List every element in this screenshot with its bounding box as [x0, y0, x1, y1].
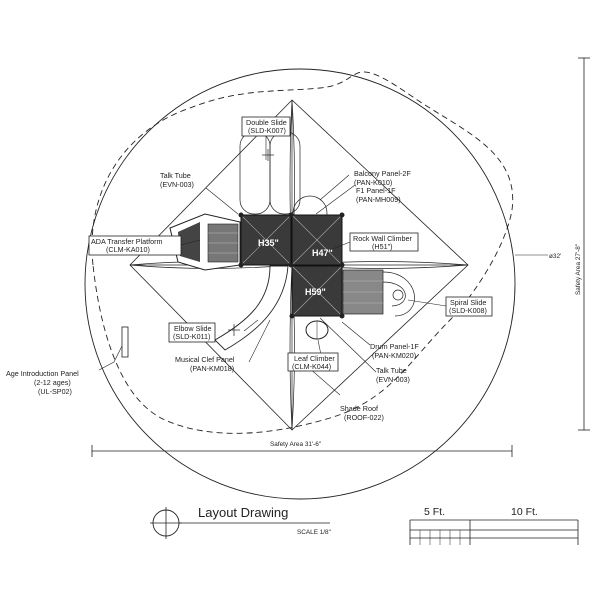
svg-text:(CLM-KA010): (CLM-KA010)	[106, 245, 150, 254]
rock-wall-climber	[342, 269, 384, 315]
callout-shade-roof: Shade Roof (ROOF-022)	[340, 404, 384, 422]
leaf-climber	[305, 320, 329, 340]
callout-ada-transfer: ADA Transfer Platform (CLM-KA010)	[88, 235, 182, 256]
callout-talk-tube-bottom: Talk Tube (EVN-003)	[376, 366, 410, 384]
svg-text:Talk Tube: Talk Tube	[160, 171, 191, 180]
svg-text:Musical Clef Panel: Musical Clef Panel	[175, 355, 235, 364]
deck-right	[291, 214, 343, 266]
callout-balcony-panel: Balcony Panel-2F (PAN-K010)	[354, 169, 411, 187]
deck-height-left: H35"	[258, 238, 279, 248]
svg-text:(PAN-MH009): (PAN-MH009)	[356, 195, 401, 204]
posts	[238, 212, 345, 319]
deck-left	[240, 214, 292, 266]
callout-f1-panel: F1 Panel-1F (PAN-MH009)	[356, 186, 401, 204]
svg-text:ADA Transfer Platform: ADA Transfer Platform	[91, 237, 163, 246]
svg-text:(EVN-003): (EVN-003)	[376, 375, 410, 384]
callout-elbow-slide: Elbow Slide (SLD-K011)	[168, 322, 216, 343]
svg-text:(SLD-K008): (SLD-K008)	[449, 306, 487, 315]
title-block: Layout Drawing SCALE 1/8"	[150, 505, 331, 539]
scale-label-5: 5 Ft.	[424, 506, 445, 518]
svg-text:(SLD-K011): (SLD-K011)	[173, 332, 210, 341]
callout-double-slide: Double Slide (SLD-K007)	[241, 116, 291, 137]
deck-height-bottom: H59"	[305, 287, 326, 297]
scale-label-10: 10 Ft.	[511, 506, 538, 518]
callout-musical-clef: Musical Clef Panel (PAN-KM018)	[175, 355, 235, 373]
safety-circle	[84, 68, 516, 500]
callout-leaf-climber: Leaf Climber (CLM-K044)	[287, 352, 339, 372]
dimension-vertical: Safety Area 27'-8"	[575, 57, 590, 431]
spiral-slide	[382, 271, 415, 317]
svg-text:(PAN-KM018): (PAN-KM018)	[190, 364, 234, 373]
svg-text:Balcony Panel-2F: Balcony Panel-2F	[354, 169, 411, 178]
svg-text:Double Slide: Double Slide	[246, 118, 287, 127]
title-text: Layout Drawing	[198, 505, 288, 520]
svg-text:ø32': ø32'	[549, 253, 561, 260]
svg-text:(SLD-K007): (SLD-K007)	[248, 126, 286, 135]
elbow-slide	[214, 265, 289, 351]
svg-text:Spiral Slide: Spiral Slide	[450, 298, 486, 307]
dimension-horizontal: Safety Area 31'-6"	[91, 441, 513, 457]
callout-talk-tube-top: Talk Tube (EVN-003)	[160, 171, 194, 189]
callout-spiral-slide: Spiral Slide (SLD-K008)	[445, 296, 493, 317]
svg-text:Elbow Slide: Elbow Slide	[174, 324, 212, 333]
svg-text:(PAN-KM020): (PAN-KM020)	[372, 351, 416, 360]
scale-text: SCALE 1/8"	[297, 529, 331, 536]
svg-text:(H51"): (H51")	[372, 242, 393, 251]
scale-bar: 5 Ft. 10 Ft.	[409, 506, 579, 545]
svg-text:Shade Roof: Shade Roof	[340, 404, 378, 413]
svg-text:(UL-SP02): (UL-SP02)	[38, 387, 72, 396]
svg-text:(CLM-K044): (CLM-K044)	[292, 362, 331, 371]
deck-height-right: H47"	[312, 248, 333, 258]
svg-text:Age Introduction Panel: Age Introduction Panel	[6, 369, 79, 378]
svg-text:Talk Tube: Talk Tube	[376, 366, 407, 375]
svg-text:(PAN-K010): (PAN-K010)	[354, 178, 392, 187]
svg-text:(2-12 ages): (2-12 ages)	[34, 378, 71, 387]
svg-text:F1 Panel-1F: F1 Panel-1F	[356, 186, 396, 195]
callout-drum-panel: Drum Panel-1F (PAN-KM020)	[370, 342, 419, 360]
svg-text:Drum Panel-1F: Drum Panel-1F	[370, 342, 419, 351]
deck-height-top: H59"	[304, 209, 320, 216]
svg-text:Rock Wall Climber: Rock Wall Climber	[353, 234, 412, 243]
age-panel-post	[121, 326, 129, 358]
svg-text:Safety Area 27'-8": Safety Area 27'-8"	[575, 244, 582, 295]
dimension-diameter: ø32'	[515, 253, 561, 260]
deck-bottom	[291, 265, 343, 317]
svg-text:(EVN-003): (EVN-003)	[160, 180, 194, 189]
safety-boundary-dashed	[91, 71, 514, 434]
svg-text:Safety Area 31'-6": Safety Area 31'-6"	[270, 441, 321, 448]
callout-rock-wall: Rock Wall Climber (H51")	[349, 232, 419, 252]
svg-text:(ROOF-022): (ROOF-022)	[344, 413, 384, 422]
svg-text:Leaf Climber: Leaf Climber	[294, 354, 335, 363]
callout-age-panel: Age Introduction Panel (2-12 ages) (UL-S…	[6, 369, 79, 396]
